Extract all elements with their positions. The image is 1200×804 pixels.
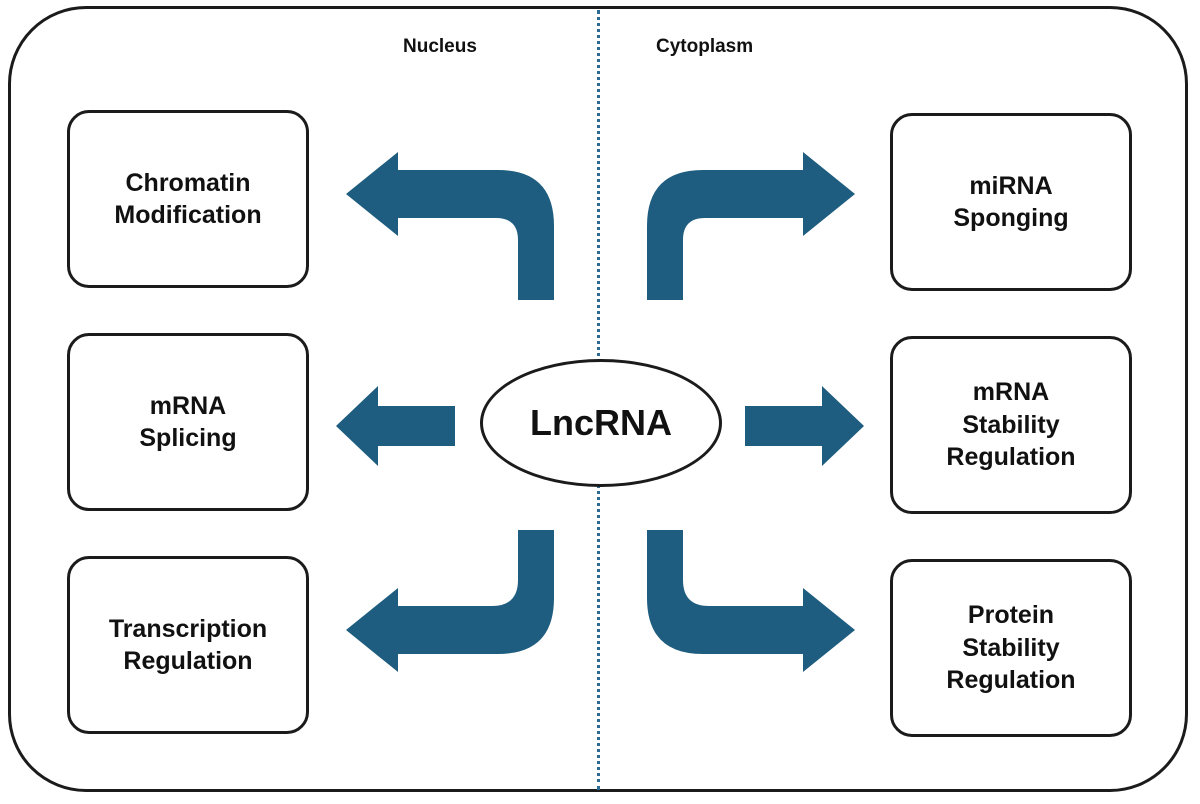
protein-stability-regulation-label: Protein Stability Regulation — [946, 601, 1076, 695]
arrow-to-protein-stability-regulation — [647, 530, 855, 672]
lncrna-label: LncRNA — [530, 402, 672, 443]
arrow-to-transcription-regulation — [346, 530, 554, 672]
arrow-to-mirna-sponging — [647, 152, 855, 300]
mrna-splicing-label: mRNA Splicing — [139, 391, 237, 453]
transcription-regulation-label: Transcription Regulation — [108, 614, 268, 676]
cell-boundary — [8, 6, 1188, 792]
mirna-sponging-box: miRNA Sponging — [890, 113, 1132, 291]
lncrna-node: LncRNA — [480, 359, 722, 487]
mrna-splicing-box: mRNA Splicing — [67, 333, 309, 511]
mirna-sponging-label: miRNA Sponging — [953, 171, 1069, 233]
mrna-stability-regulation-label: mRNA Stability Regulation — [946, 378, 1076, 472]
arrow-to-mrna-splicing — [336, 386, 455, 466]
nucleus-label: Nucleus — [403, 36, 477, 57]
arrow-to-chromatin-modification — [346, 152, 554, 300]
protein-stability-regulation-box: Protein Stability Regulation — [890, 559, 1132, 737]
chromatin-modification-box: Chromatin Modification — [67, 110, 309, 288]
chromatin-modification-label: Chromatin Modification — [114, 168, 262, 230]
arrow-to-mrna-stability-regulation — [745, 386, 864, 466]
mrna-stability-regulation-box: mRNA Stability Regulation — [890, 336, 1132, 514]
cytoplasm-label: Cytoplasm — [656, 36, 754, 57]
transcription-regulation-box: Transcription Regulation — [67, 556, 309, 734]
